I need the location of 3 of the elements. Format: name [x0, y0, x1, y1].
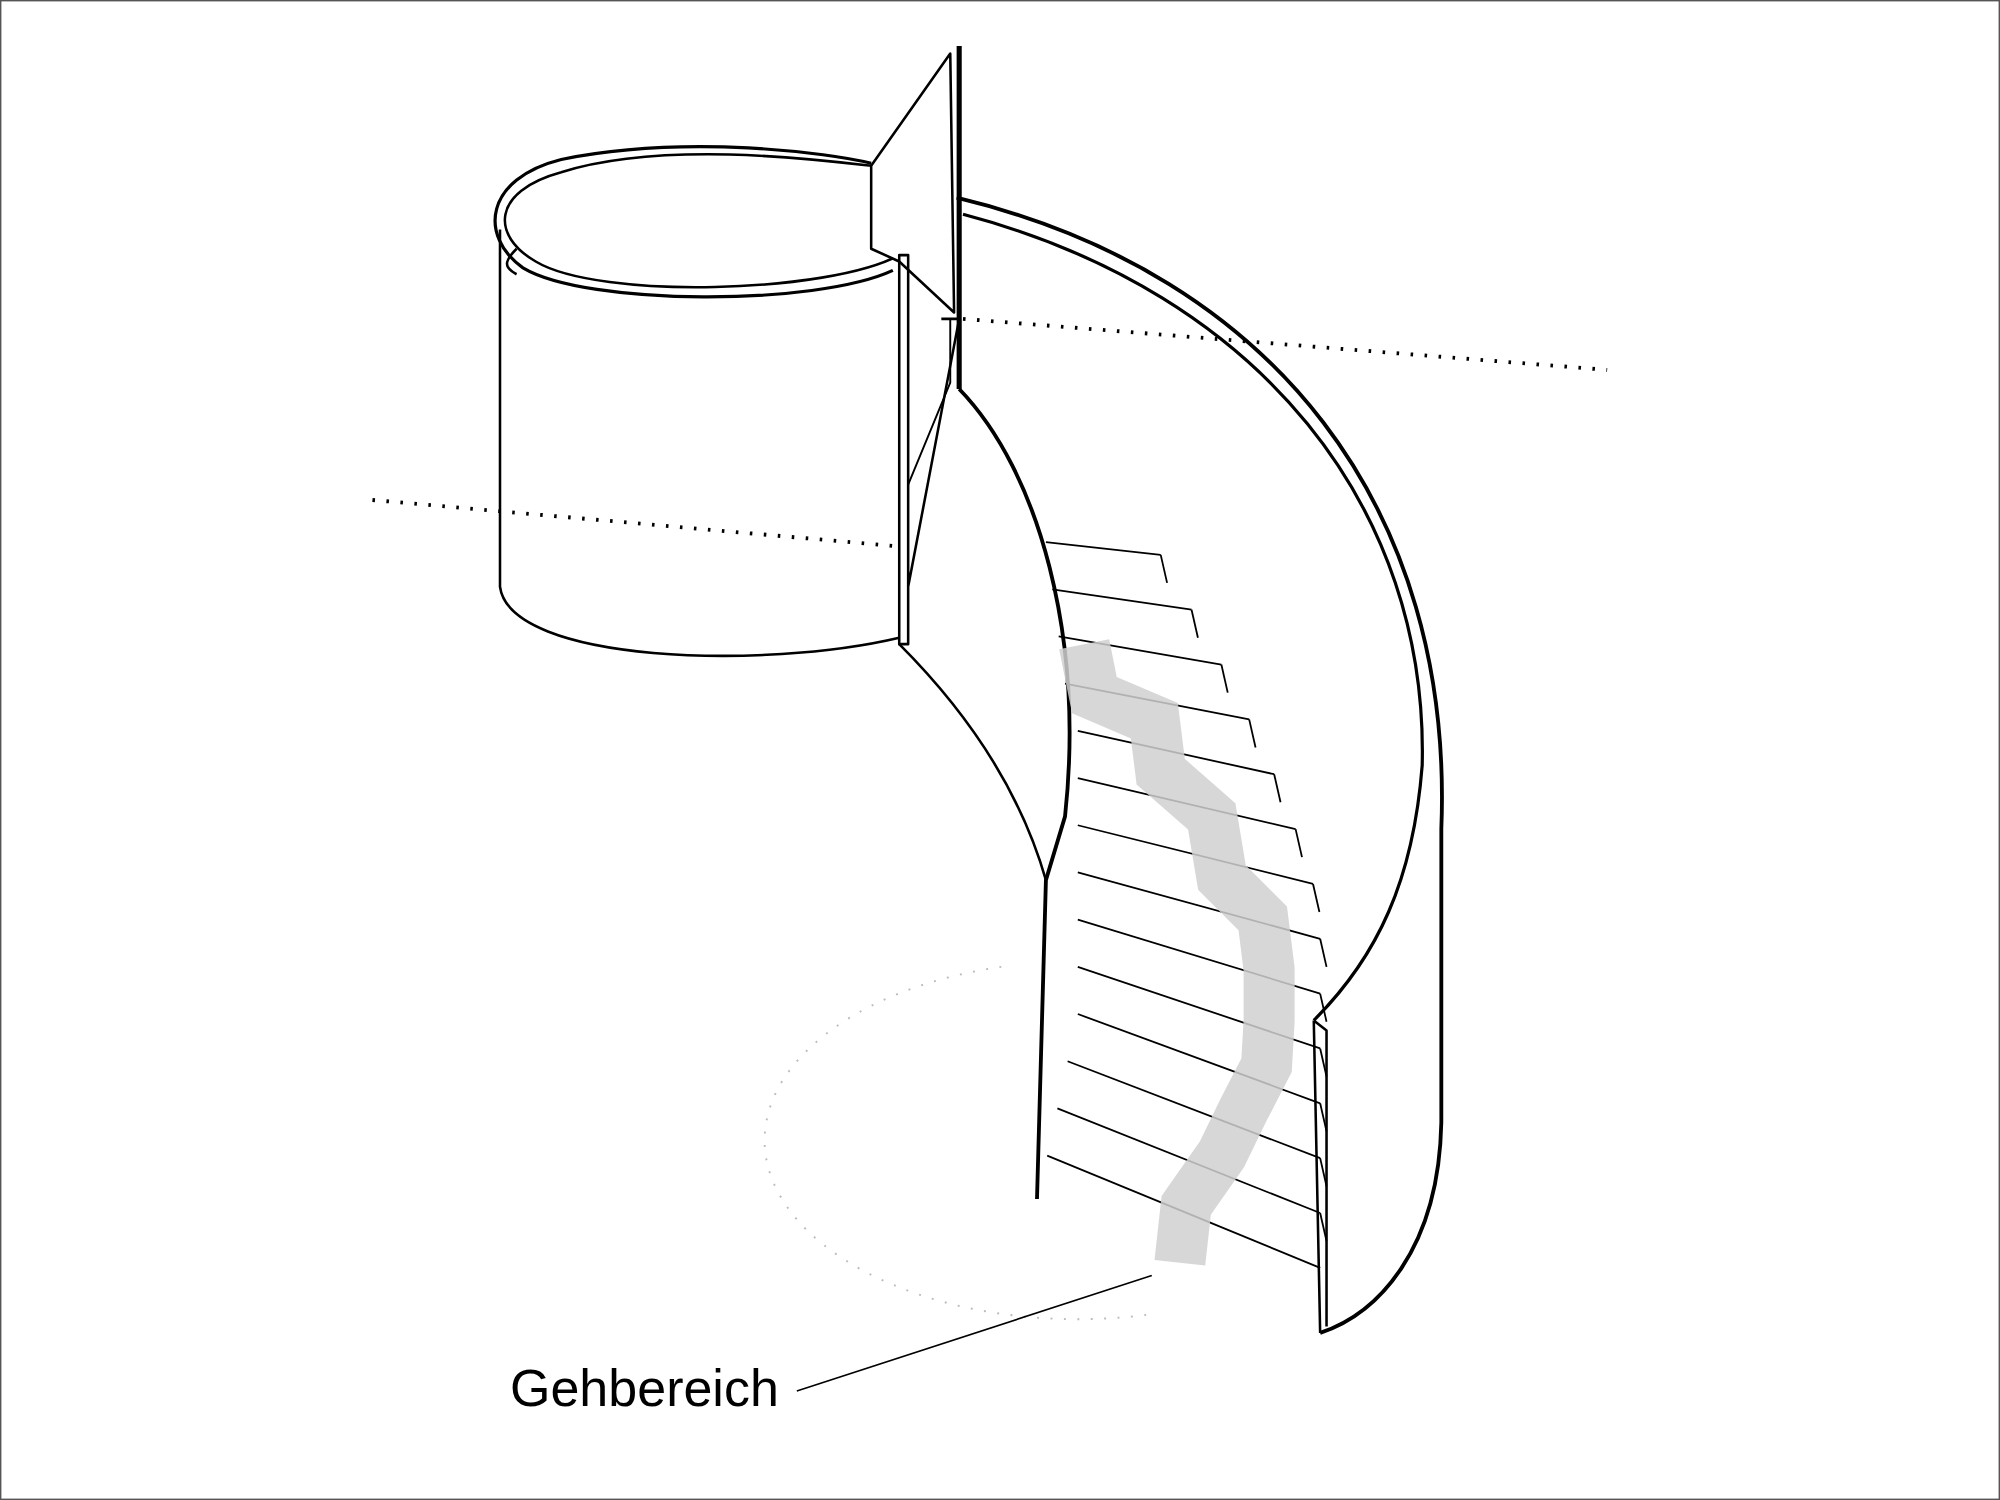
- walking-area-band: [1059, 639, 1295, 1266]
- callout-label: Gehbereich: [510, 1358, 779, 1418]
- leader-line: [796, 1274, 1153, 1392]
